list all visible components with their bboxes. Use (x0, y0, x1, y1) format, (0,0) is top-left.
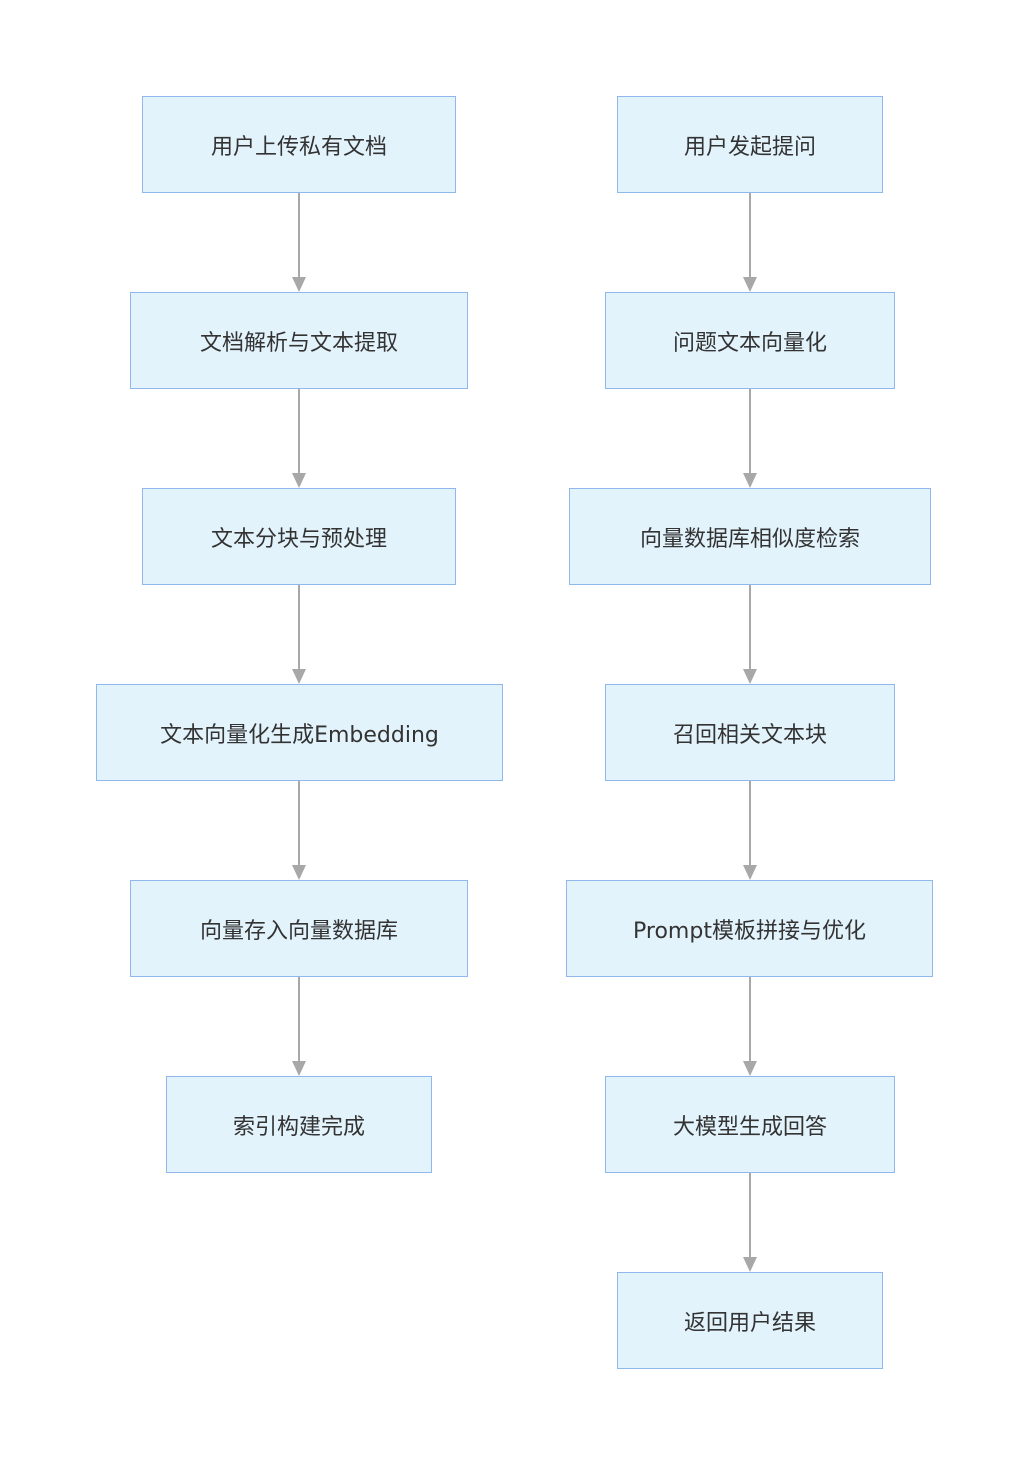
node-label: 大模型生成回答 (672, 1114, 827, 1140)
node-label: 文本分块与预处理 (210, 526, 387, 552)
node-embedding: 文本向量化生成Embedding (96, 684, 503, 781)
node-store-vectors: 向量存入向量数据库 (130, 880, 468, 977)
edge-question-to-vectorize (743, 193, 757, 292)
arrowhead-icon (292, 865, 306, 880)
node-label: 向量存入向量数据库 (199, 918, 398, 944)
edge-search-to-recall (743, 585, 757, 684)
node-label: 用户上传私有文档 (210, 134, 387, 160)
arrowhead-icon (292, 1061, 306, 1076)
node-index-complete: 索引构建完成 (166, 1076, 432, 1173)
node-label: 问题文本向量化 (672, 330, 827, 356)
node-label: 返回用户结果 (683, 1310, 816, 1336)
arrowhead-icon (743, 669, 757, 684)
arrowhead-icon (292, 277, 306, 292)
edge-parse-to-chunk (292, 389, 306, 488)
node-label: 文档解析与文本提取 (199, 330, 398, 356)
node-label: 用户发起提问 (683, 134, 816, 160)
node-chunk-preprocess: 文本分块与预处理 (142, 488, 456, 585)
node-label: Prompt模板拼接与优化 (633, 918, 866, 944)
edge-embedding-to-store (292, 781, 306, 880)
node-user-question: 用户发起提问 (617, 96, 883, 193)
node-prompt-assembly: Prompt模板拼接与优化 (566, 880, 933, 977)
arrowhead-icon (292, 473, 306, 488)
edge-chunk-to-embedding (292, 585, 306, 684)
arrowhead-icon (743, 473, 757, 488)
arrowhead-icon (292, 669, 306, 684)
edge-recall-to-prompt (743, 781, 757, 880)
node-label: 召回相关文本块 (672, 722, 827, 748)
node-label: 文本向量化生成Embedding (160, 722, 439, 748)
edge-store-to-index (292, 977, 306, 1076)
node-parse-extract: 文档解析与文本提取 (130, 292, 468, 389)
node-upload-documents: 用户上传私有文档 (142, 96, 456, 193)
node-label: 向量数据库相似度检索 (639, 526, 860, 552)
arrowhead-icon (743, 1257, 757, 1272)
node-label: 索引构建完成 (232, 1114, 365, 1140)
edge-upload-to-parse (292, 193, 306, 292)
arrowhead-icon (743, 277, 757, 292)
node-return-result: 返回用户结果 (617, 1272, 883, 1369)
arrowhead-icon (743, 865, 757, 880)
node-recall-chunks: 召回相关文本块 (605, 684, 895, 781)
edge-vectorize-to-search (743, 389, 757, 488)
node-question-vectorize: 问题文本向量化 (605, 292, 895, 389)
edge-llm-to-result (743, 1173, 757, 1272)
arrowhead-icon (743, 1061, 757, 1076)
node-similarity-search: 向量数据库相似度检索 (569, 488, 931, 585)
node-llm-generate: 大模型生成回答 (605, 1076, 895, 1173)
edge-prompt-to-llm (743, 977, 757, 1076)
